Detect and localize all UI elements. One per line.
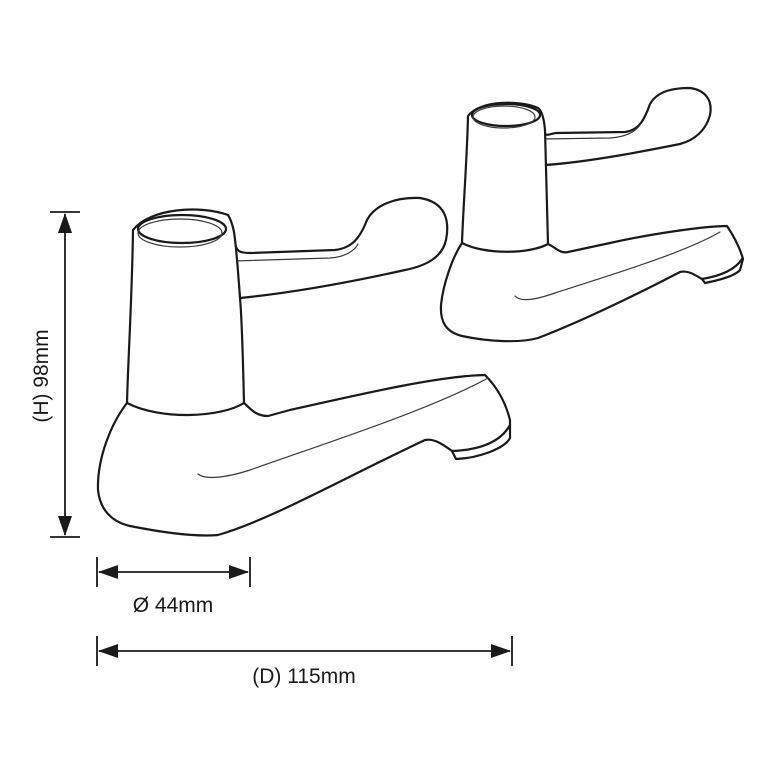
front-tap-cap-ring: [137, 218, 223, 248]
height-dimension: (H) 98mm: [30, 211, 80, 538]
arrow-left-icon: [98, 644, 118, 658]
front-tap-lever: [232, 196, 449, 300]
front-tap: [96, 196, 512, 537]
front-tap-head: [125, 208, 246, 417]
arrow-right-icon: [229, 565, 249, 579]
back-tap-spout-highlight: [514, 231, 721, 301]
arrow-right-icon: [491, 644, 511, 658]
depth-dimension: (D) 115mm: [96, 636, 513, 688]
back-tap-lever-highlight: [541, 124, 641, 140]
arrow-left-icon: [98, 565, 118, 579]
arrow-up-icon: [58, 213, 72, 233]
back-tap-cap-ring: [472, 105, 536, 129]
diameter-dimension: Ø 44mm: [96, 557, 251, 617]
arrow-down-icon: [58, 516, 72, 536]
back-tap-head: [460, 101, 550, 253]
front-tap-spout-highlight: [197, 377, 489, 479]
front-tap-lever-highlight: [233, 243, 359, 262]
back-tap-nozzle: [700, 257, 744, 281]
height-label: (H) 98mm: [30, 329, 53, 422]
depth-label: (D) 115mm: [252, 665, 355, 688]
back-tap-cap: [470, 102, 542, 128]
diameter-label: Ø 44mm: [133, 594, 214, 617]
front-tap-nozzle: [450, 423, 512, 453]
back-tap-lever: [542, 86, 712, 167]
back-tap: [439, 86, 745, 343]
